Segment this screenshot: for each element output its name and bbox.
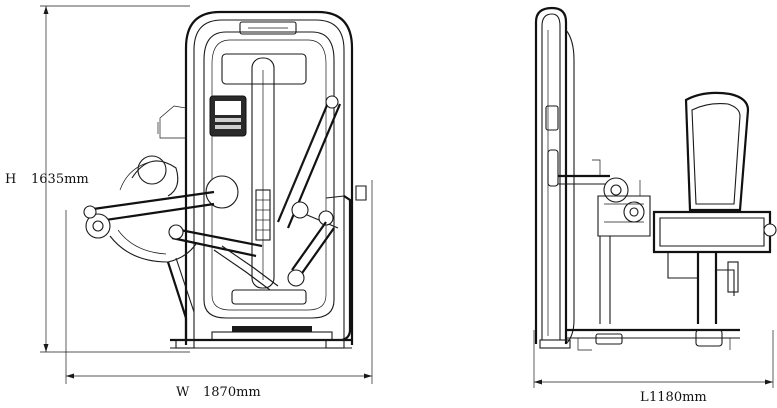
height-label: H [5, 172, 16, 187]
seat-assembly [652, 91, 777, 324]
side-view: L 1180mm [533, 6, 777, 405]
length-label: L [640, 390, 649, 405]
side-mechanism [592, 159, 651, 324]
height-value: 1635mm [31, 172, 89, 187]
front-base [166, 185, 367, 349]
length-value: 1180mm [649, 390, 707, 405]
length-dimension: L 1180mm [533, 330, 774, 405]
width-dimension: W 1870mm [65, 180, 373, 400]
press-arm [276, 95, 342, 287]
leg-lever [83, 105, 279, 291]
side-base [539, 328, 740, 351]
height-dimension: H 1635mm [5, 5, 190, 353]
front-view: H 1635mm W 1870mm [5, 5, 373, 400]
width-value: 1870mm [203, 385, 261, 400]
tower-side [534, 6, 610, 345]
tower-frame [184, 10, 354, 345]
width-label: W [176, 385, 190, 400]
instruction-placard [209, 95, 247, 137]
